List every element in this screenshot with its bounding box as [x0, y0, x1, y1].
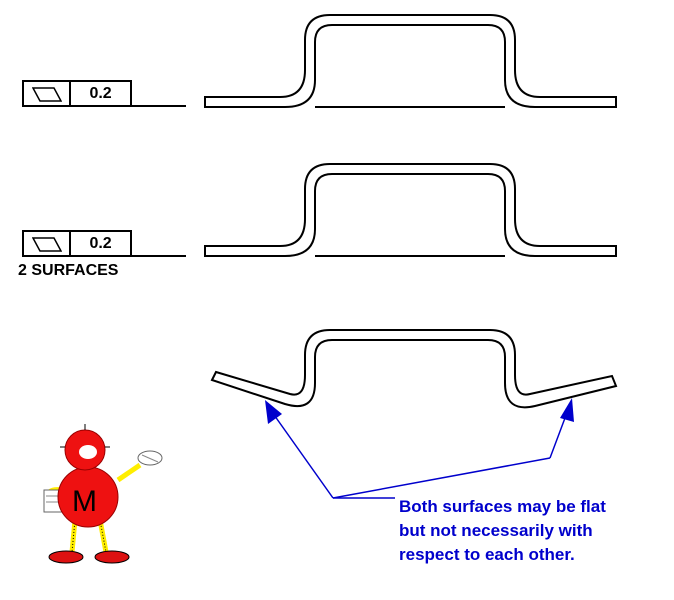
tolerance-value: 0.2 — [89, 84, 112, 102]
bracket-part-1 — [204, 14, 617, 108]
two-surfaces-label: 2 SURFACES — [18, 262, 119, 279]
mascot-figure — [43, 424, 163, 564]
flatness-symbol-cell — [24, 232, 72, 255]
annotation-arrows — [271, 409, 569, 499]
mascot-letter: M — [72, 485, 97, 518]
leader-line-2 — [22, 255, 186, 257]
leader-line-1 — [22, 105, 186, 107]
tolerance-value: 0.2 — [89, 234, 112, 252]
feature-control-frame-2: 0.2 — [22, 230, 132, 257]
annotation-line-1: Both surfaces may be flat — [399, 497, 606, 516]
flatness-icon — [31, 236, 62, 252]
arrowhead-right — [560, 398, 574, 422]
annotation-line-2: but not necessarily with — [399, 521, 593, 540]
arrowhead-left — [265, 400, 282, 424]
flatness-symbol-cell — [24, 82, 72, 105]
annotation-line-3: respect to each other. — [399, 545, 575, 564]
feature-control-frame-1: 0.2 — [22, 80, 132, 107]
annotation-text: Both surfaces may be flat but not necess… — [399, 495, 606, 567]
bracket-part-2 — [204, 163, 617, 257]
flatness-icon — [31, 86, 62, 102]
bracket-part-3 — [210, 329, 618, 409]
